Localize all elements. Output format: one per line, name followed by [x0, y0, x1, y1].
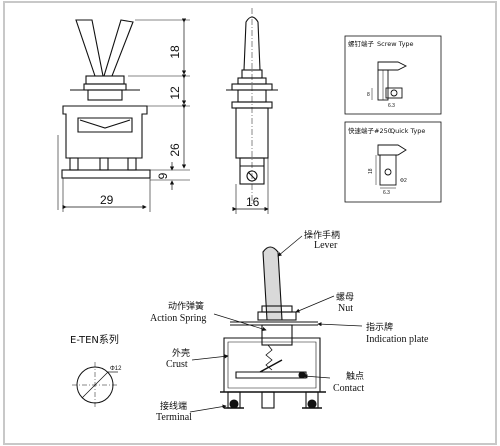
leader-lines	[189, 235, 363, 413]
series-label: E-TEN系列	[70, 333, 119, 346]
side-view	[226, 8, 278, 214]
terminal-label-en: Terminal	[156, 412, 192, 423]
side-width-label: 16	[246, 195, 260, 209]
plate-label-cn: 指示牌	[366, 321, 393, 333]
quick-type-cn: 快速端子#250	[348, 126, 392, 135]
hole-dim-label: Φ12	[110, 366, 122, 372]
screw-type-en: Screw Type	[377, 40, 414, 48]
body-height-label: 26	[168, 143, 182, 157]
front-view	[57, 18, 190, 212]
crust-label-cn: 外壳	[172, 347, 190, 359]
quick-dim-a: 18	[368, 168, 374, 174]
quick-dim-b: Φ2	[400, 178, 407, 184]
nut-label-en: Nut	[338, 303, 353, 314]
spring-label-cn: 动作弹簧	[168, 300, 204, 312]
part-labels: 操作手柄 Lever 螺母 Nut 动作弹簧 Action Spring 指示牌…	[150, 229, 429, 423]
contact-label-en: Contact	[333, 383, 364, 394]
spring-label-en: Action Spring	[150, 313, 206, 324]
plate-label-en: Indication plate	[366, 334, 429, 345]
crust-label-en: Crust	[166, 359, 188, 370]
screw-dim-b: 6.3	[388, 103, 395, 109]
cross-section	[220, 246, 326, 409]
bushing-height-label: 12	[168, 86, 182, 100]
quick-dim-c: 6.3	[383, 190, 390, 196]
lever-label-cn: 操作手柄	[304, 229, 340, 241]
screw-type-cn: 螺钉端子	[348, 39, 375, 48]
quick-type-box: 快速端子#250 Quick Type 18 Φ2 6.3	[344, 121, 442, 203]
screw-type-box: 螺钉端子 Screw Type 8 6.3	[344, 35, 442, 115]
lever-height-label: 18	[168, 45, 182, 59]
front-width-label: 29	[100, 193, 114, 207]
screw-dim-a: 8	[367, 92, 370, 98]
front-dimension-labels: 29 18 12 26 9	[100, 45, 182, 207]
mounting-hole	[72, 362, 118, 408]
terminal-height-label: 9	[156, 172, 170, 179]
terminal-label-cn: 接线端	[160, 400, 187, 412]
nut-label-cn: 螺母	[336, 292, 354, 303]
outer-frame	[3, 1, 497, 445]
quick-type-en: Quick Type	[390, 127, 425, 135]
contact-label-cn: 触点	[346, 370, 364, 382]
lever-label-en: Lever	[314, 240, 338, 251]
